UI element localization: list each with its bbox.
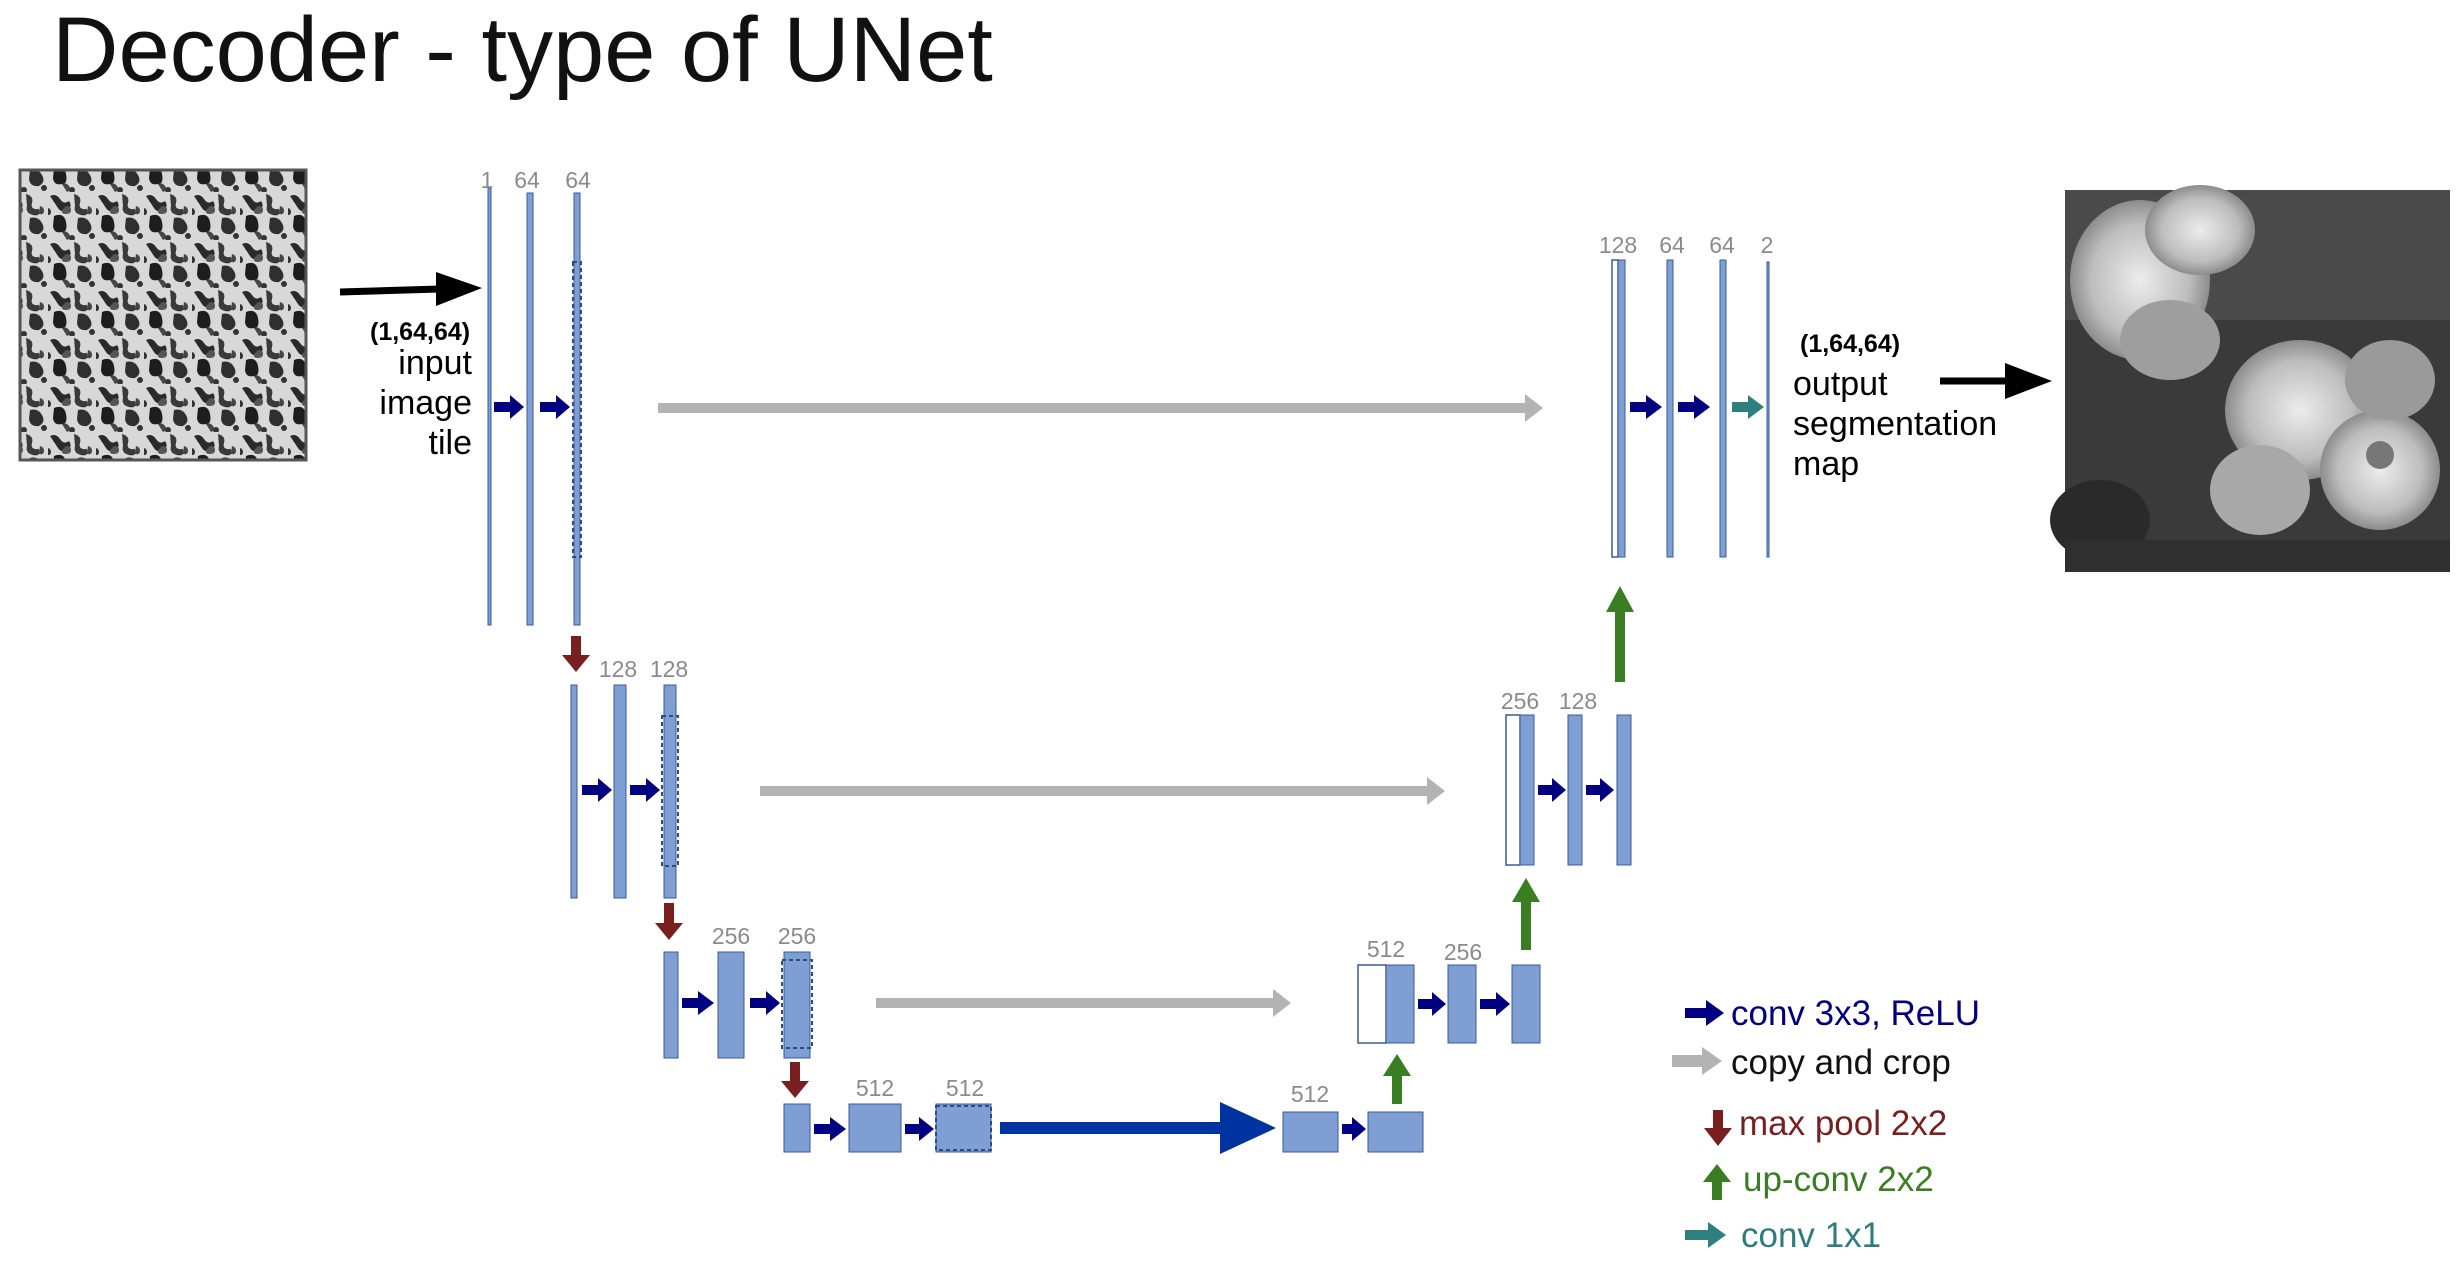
input-label-line-2: image — [379, 384, 472, 422]
channel-label: 512 — [1291, 1081, 1329, 1107]
channel-label: 256 — [778, 923, 816, 949]
legend-label: up-conv 2x2 — [1743, 1160, 1934, 1199]
decoder-level-2: 256 128 — [1501, 688, 1632, 866]
legend-item-upconv: up-conv 2x2 — [1703, 1160, 1934, 1200]
decoder-level-1: 128 64 64 2 — [1599, 232, 1774, 558]
channel-label: 64 — [565, 167, 591, 193]
channel-label: 256 — [1501, 688, 1539, 714]
encoder-level-4: 512 512 — [783, 1075, 992, 1153]
channel-label: 128 — [1559, 688, 1597, 714]
legend-item-copy: copy and crop — [1672, 1043, 1951, 1082]
max-pool-arrows — [562, 636, 809, 1098]
output-label-line-2: segmentation — [1793, 405, 1997, 443]
conv1x1-arrow — [1732, 395, 1764, 419]
input-arrow — [339, 272, 482, 306]
channel-label: 512 — [1367, 936, 1405, 962]
channel-label: 256 — [712, 923, 750, 949]
channel-label: 512 — [946, 1075, 984, 1101]
copy-arrow-icon — [1672, 1047, 1722, 1075]
legend-item-pool: max pool 2x2 — [1704, 1104, 1947, 1146]
decoder-level-3: 512 256 — [1357, 936, 1541, 1044]
max-pool-arrow-icon — [1704, 1110, 1732, 1146]
output-segmentation-image — [2050, 185, 2450, 572]
legend: conv 3x3, ReLU copy and crop max pool 2x… — [1672, 994, 1980, 1255]
legend-item-conv: conv 3x3, ReLU — [1685, 994, 1980, 1033]
conv-arrows — [494, 395, 1710, 1141]
channel-label: 64 — [514, 167, 540, 193]
input-shape: (1,64,64) — [370, 318, 470, 346]
channel-label: 1 — [481, 167, 494, 193]
legend-label: conv 3x3, ReLU — [1731, 994, 1980, 1033]
legend-label: conv 1x1 — [1741, 1216, 1881, 1255]
up-conv-arrows — [1383, 586, 1634, 1104]
channel-label: 2 — [1761, 232, 1774, 258]
input-label-line-1: input — [398, 344, 472, 382]
encoder-level-3: 256 256 — [663, 923, 816, 1059]
channel-label: 128 — [1599, 232, 1637, 258]
up-conv-arrow-icon — [1703, 1164, 1731, 1200]
decoder-level-4: 512 — [1282, 1081, 1424, 1153]
input-label-line-3: tile — [429, 424, 472, 462]
channel-label: 64 — [1709, 232, 1735, 258]
channel-label: 128 — [650, 656, 688, 682]
output-label-line-1: output — [1793, 365, 1888, 403]
output-arrow — [1940, 363, 2052, 399]
copy-crop-arrows — [658, 394, 1543, 1017]
output-label-line-3: map — [1793, 445, 1859, 483]
channel-label: 128 — [599, 656, 637, 682]
bottleneck-arrow — [1000, 1102, 1276, 1154]
legend-label: copy and crop — [1731, 1043, 1951, 1082]
page-title: Decoder - type of UNet — [52, 0, 993, 101]
legend-item-conv1: conv 1x1 — [1685, 1216, 1881, 1255]
legend-label: max pool 2x2 — [1739, 1104, 1947, 1143]
conv-arrow-icon — [1685, 1000, 1724, 1026]
channel-label: 256 — [1444, 939, 1482, 965]
output-shape: (1,64,64) — [1800, 330, 1900, 358]
encoder-level-2: 128 128 — [570, 656, 688, 899]
conv1x1-arrow-icon — [1685, 1222, 1726, 1248]
channel-label: 64 — [1659, 232, 1685, 258]
encoder-level-1: 1 64 64 — [481, 167, 591, 626]
input-image-tile — [18, 168, 308, 462]
channel-label: 512 — [856, 1075, 894, 1101]
